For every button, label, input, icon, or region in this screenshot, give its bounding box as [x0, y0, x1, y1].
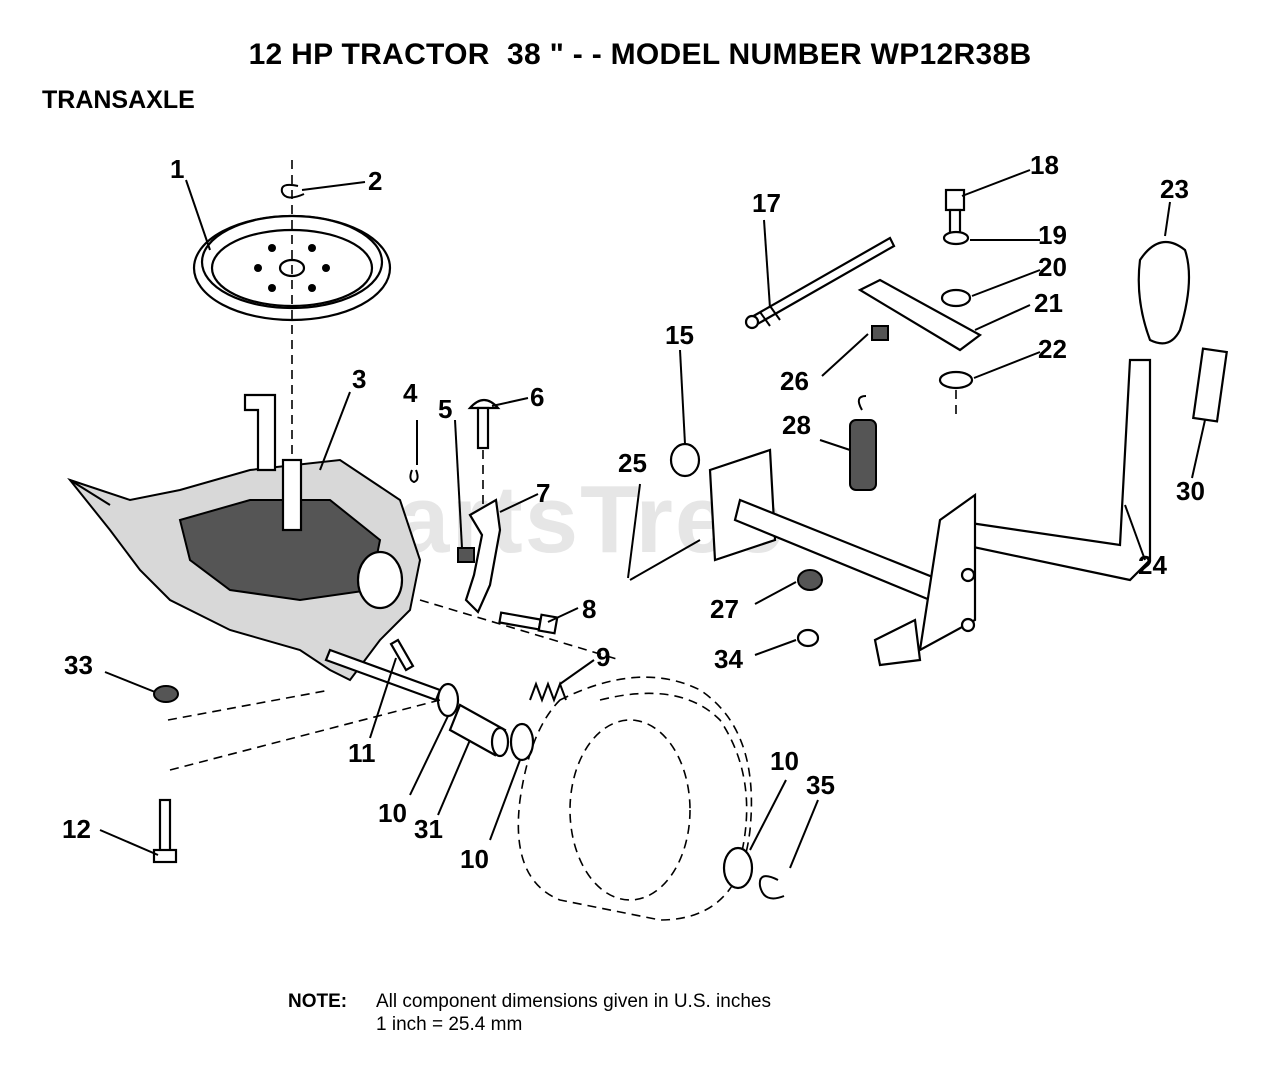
callout-11: 11 [348, 738, 376, 768]
wheel [517, 676, 753, 921]
washer [722, 846, 754, 890]
extension-spring [849, 395, 877, 491]
callout-20: 20 [1038, 252, 1067, 282]
page-title: 12 HP TRACTOR 38 " - - MODEL NUMBER WP12… [248, 38, 1032, 71]
washer [669, 442, 701, 478]
callout-8: 8 [582, 594, 596, 624]
lock-washer [942, 230, 970, 246]
carriage-bolt [467, 398, 501, 450]
nut [457, 547, 475, 563]
callout-12: 12 [62, 814, 91, 844]
callout-25: 25 [618, 448, 647, 478]
plate [857, 278, 983, 352]
shift-assembly [629, 448, 977, 667]
callout-35: 35 [806, 770, 835, 800]
callout-4: 4 [403, 378, 418, 408]
callout-17: 17 [752, 188, 781, 218]
callout-30: 30 [1176, 476, 1205, 506]
washer [436, 682, 460, 718]
callout-18: 18 [1030, 150, 1059, 180]
lock-nut [153, 685, 179, 703]
callout-labels: 1 2 3 4 5 6 7 8 9 10 11 12 15 17 18 19 2… [62, 150, 1205, 874]
nut [797, 569, 823, 591]
callout-28: 28 [782, 410, 811, 440]
callout-19: 19 [1038, 220, 1067, 250]
note-line-2: 1 inch = 25.4 mm [376, 1014, 523, 1035]
callout-27: 27 [710, 594, 739, 624]
section-title: TRANSAXLE [42, 86, 195, 114]
callout-1: 1 [170, 154, 184, 184]
hex-nut [871, 325, 889, 341]
callout-26: 26 [780, 366, 809, 396]
callout-31: 31 [414, 814, 443, 844]
callout-15: 15 [665, 320, 694, 350]
callout-24: 24 [1138, 550, 1167, 580]
transaxle [67, 393, 442, 702]
spring [529, 681, 567, 703]
flat-washer [940, 288, 972, 308]
decal [1192, 347, 1228, 423]
callout-23: 23 [1160, 174, 1189, 204]
spacer [448, 703, 510, 758]
note-line-1: All component dimensions given in U.S. i… [376, 991, 771, 1012]
callout-9: 9 [596, 642, 610, 672]
note-label: NOTE: [288, 991, 348, 1012]
leader-lines [99, 169, 1206, 869]
e-clip [758, 875, 785, 900]
callout-22: 22 [1038, 334, 1067, 364]
washer [509, 722, 535, 762]
key [389, 638, 415, 672]
retaining-ring [280, 183, 305, 199]
callout-5: 5 [438, 394, 452, 424]
callout-33: 33 [64, 650, 93, 680]
control-rod [744, 236, 896, 330]
callout-10a: 10 [378, 798, 407, 828]
callout-34: 34 [714, 644, 743, 674]
callout-2: 2 [368, 166, 382, 196]
shoulder-bolt [152, 798, 178, 864]
callout-10b: 10 [460, 844, 489, 874]
callout-21: 21 [1034, 288, 1063, 318]
bracket [464, 498, 502, 614]
star-washer [796, 628, 820, 648]
callout-3: 3 [352, 364, 366, 394]
callout-10c: 10 [770, 746, 799, 776]
flange-bolt [498, 611, 559, 635]
lever [938, 358, 1152, 582]
knob [1137, 240, 1191, 345]
callout-6: 6 [530, 382, 544, 412]
clip [409, 469, 419, 484]
callout-7: 7 [536, 478, 550, 508]
washer-square [938, 370, 974, 390]
